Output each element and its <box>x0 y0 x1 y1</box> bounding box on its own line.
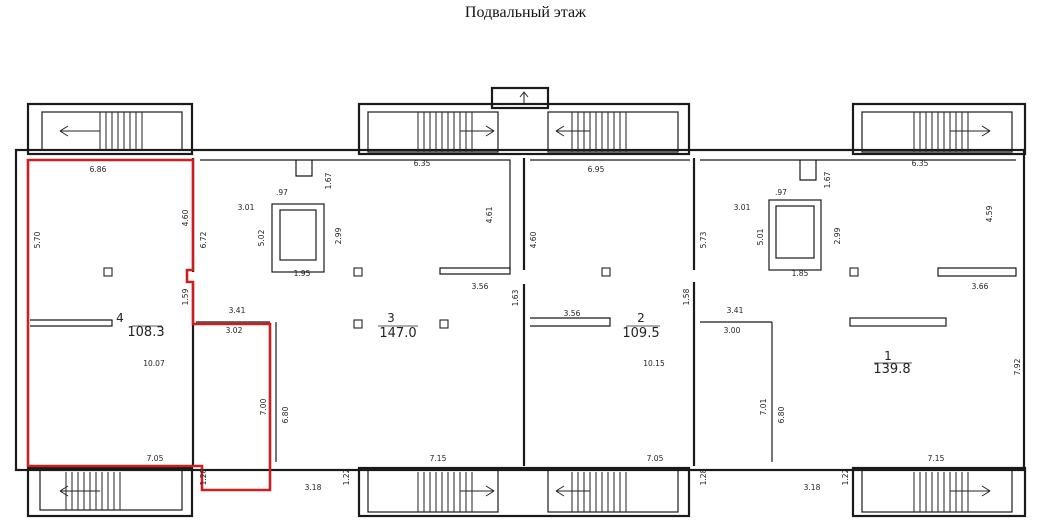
dimension-label: 6.35 <box>414 159 431 168</box>
dimension-label: 1.67 <box>324 172 333 189</box>
dimension-label: 2.99 <box>334 227 343 244</box>
dimension-label: 3.18 <box>804 483 821 492</box>
dimension-label: .97 <box>276 188 288 197</box>
vertical-dimension-labels: 5.70 4.60 6.72 1.59 5.02 1.67 2.99 4.61 … <box>33 171 1022 485</box>
dimension-label: 4.61 <box>485 206 494 223</box>
dimension-label: 3.66 <box>972 282 989 291</box>
room-4-number: 4 <box>116 311 124 325</box>
dimension-label: 6.95 <box>588 165 605 174</box>
dimension-label: 1.58 <box>682 288 691 305</box>
dimension-label: 1.22 <box>841 468 850 485</box>
dimension-label: 1.95 <box>294 269 311 278</box>
dimension-label: 3.41 <box>229 306 246 315</box>
dimension-label: 3.41 <box>727 306 744 315</box>
dimension-label: 5.02 <box>257 229 266 246</box>
room-2-area: 109.5 <box>622 326 659 341</box>
dimension-label: 7.00 <box>259 398 268 415</box>
dimension-label: 1.63 <box>511 289 520 306</box>
dimension-label: 3.00 <box>724 326 741 335</box>
dimension-label: 3.02 <box>226 326 243 335</box>
dimension-label: 6.80 <box>777 406 786 423</box>
dimension-label: 4.60 <box>181 209 190 226</box>
dimension-label: 6.86 <box>90 165 107 174</box>
dimension-label: 6.72 <box>199 231 208 248</box>
room-3-area: 147.0 <box>379 326 416 341</box>
dimension-label: 4.60 <box>529 231 538 248</box>
dimension-label: 6.80 <box>281 406 290 423</box>
dimension-label: 1.22 <box>342 468 351 485</box>
dimension-label: 3.01 <box>238 203 255 212</box>
dimension-label: 1.28 <box>199 468 208 485</box>
dimension-label: 2.99 <box>833 227 842 244</box>
plan-title: Подвальный этаж <box>464 4 587 21</box>
stair-treads <box>59 91 991 512</box>
dimension-label: 10.15 <box>643 359 665 368</box>
dimension-label: 3.56 <box>564 309 581 318</box>
dimension-label: 1.28 <box>699 468 708 485</box>
dimension-label: 1.67 <box>823 171 832 188</box>
dimension-label: 3.56 <box>472 282 489 291</box>
interior-walls <box>30 158 1017 466</box>
building-outline <box>14 86 1027 518</box>
room-labels: 4 108.3 3 147.0 2 109.5 1 139.8 <box>116 311 912 377</box>
room-2-number: 2 <box>637 311 645 325</box>
room-4-area: 108.3 <box>127 325 164 340</box>
dimension-label: 6.35 <box>912 159 929 168</box>
dimension-label: 10.07 <box>143 359 165 368</box>
dimension-label: 5.70 <box>33 231 42 248</box>
dimension-labels: 6.86 6.35 6.95 6.35 3.01 .97 3.01 .97 1.… <box>90 159 989 492</box>
dimension-label: 7.15 <box>928 454 945 463</box>
dimension-label: 5.01 <box>756 228 765 245</box>
dimension-label: 1.59 <box>181 288 190 305</box>
dimension-label: 5.73 <box>699 231 708 248</box>
dimension-label: 1.85 <box>792 269 809 278</box>
dimension-label: 7.05 <box>647 454 664 463</box>
dimension-label: 7.15 <box>430 454 447 463</box>
dimension-label: 4.59 <box>985 205 994 222</box>
dimension-label: 3.01 <box>734 203 751 212</box>
room-1-number: 1 <box>884 349 892 363</box>
columns <box>103 267 859 329</box>
dimension-label: .97 <box>775 188 787 197</box>
dimension-label: 7.01 <box>759 398 768 415</box>
dimension-label: 7.92 <box>1013 358 1022 375</box>
dimension-label: 3.18 <box>305 483 322 492</box>
room-3-number: 3 <box>387 311 395 325</box>
selected-unit-outline <box>26 158 272 492</box>
dimension-label: 7.05 <box>147 454 164 463</box>
room-1-area: 139.8 <box>873 362 910 377</box>
